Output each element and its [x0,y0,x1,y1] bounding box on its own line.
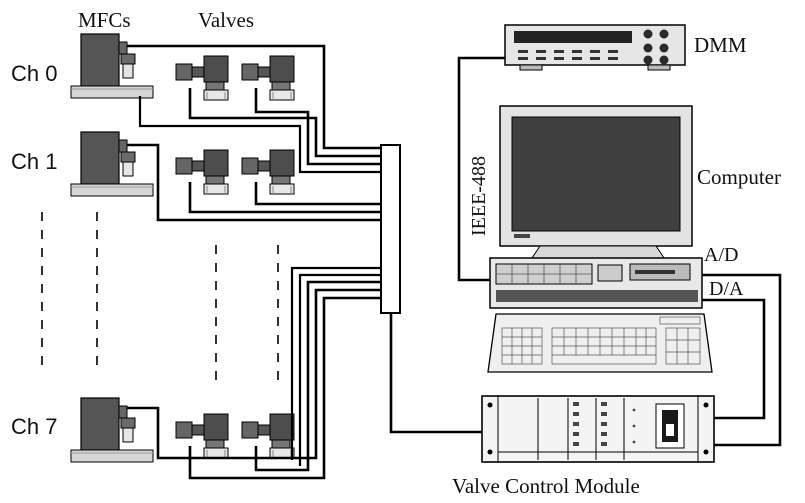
mfc-ch1-icon [70,131,154,197]
da-label: D/A [709,278,744,300]
valve-ch7-b-icon [241,413,295,459]
ieee-label: IEEE-488 [468,156,490,236]
ieee-cable [457,56,505,282]
computer-label: Computer [697,165,781,189]
valve-control-module-label: Valve Control Module [452,474,640,498]
keyboard-icon [487,313,713,373]
valves-label: Valves [198,8,254,32]
valve-ch1-a-icon [175,149,229,195]
valve-ch0-a-icon [175,55,229,101]
mfc-ch0-icon [70,33,154,99]
channel-1-label: Ch 1 [11,149,57,174]
continuation-dashes [41,212,279,385]
computer-base-icon [489,257,703,309]
channel-7-label: Ch 7 [11,414,57,439]
da-cable [702,298,766,420]
ad-label: A/D [704,244,738,266]
wires-ch1 [127,143,381,222]
computer-monitor-icon [499,105,693,259]
valve-ch0-b-icon [241,55,295,101]
valve-ch7-a-icon [175,413,229,459]
valve-ch1-b-icon [241,149,295,195]
wire-terminal-to-vcm [389,313,486,434]
dmm-icon [504,24,686,71]
dmm-label: DMM [694,33,747,57]
terminal-block [380,144,401,314]
wires-ch7 [127,266,381,480]
wires-ch0 [127,44,381,174]
valve-control-module-icon [481,395,715,463]
ad-cable [702,273,782,447]
mfcs-label: MFCs [78,8,131,32]
channel-0-label: Ch 0 [11,61,57,86]
